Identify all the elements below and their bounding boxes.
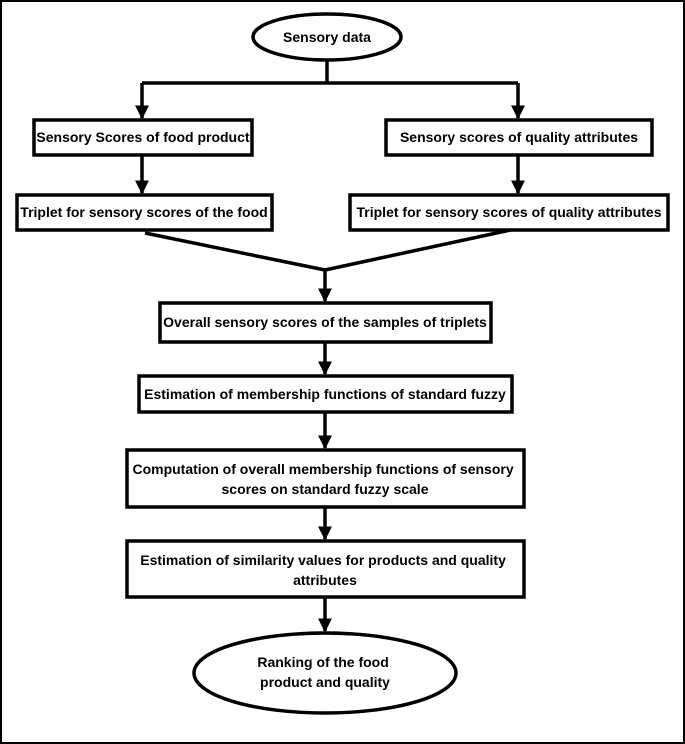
node-sensory-scores-food xyxy=(32,118,254,157)
label-line: Triplet for sensory scores of quality at… xyxy=(357,204,662,220)
label-line: attributes xyxy=(293,572,357,588)
connectors xyxy=(135,60,525,633)
node-shapes xyxy=(15,12,670,715)
label-line: Estimation of similarity values for prod… xyxy=(140,552,506,568)
label-sensory-scores-food: Sensory Scores of food product xyxy=(36,129,249,145)
node-labels: Sensory data Sensory Scores of food prod… xyxy=(20,29,661,690)
label-triplet-quality: Triplet for sensory scores of quality at… xyxy=(357,204,662,220)
label-line: product and quality xyxy=(260,674,390,690)
node-sensory-data xyxy=(251,12,403,62)
label-line: scores on standard fuzzy scale xyxy=(222,481,429,497)
label-line: Ranking of the food xyxy=(257,654,388,670)
edge-merge-left xyxy=(144,231,326,272)
label-line: Sensory data xyxy=(283,29,371,45)
label-sensory-data: Sensory data xyxy=(283,29,371,45)
node-overall-membership xyxy=(125,448,526,509)
label-line: Sensory Scores of food product xyxy=(36,129,249,145)
label-line: Computation of overall membership functi… xyxy=(132,461,513,477)
node-triplet-food xyxy=(15,193,274,232)
label-membership-estimation: Estimation of membership functions of st… xyxy=(144,386,506,402)
label-line: Triplet for sensory scores of the food xyxy=(20,204,267,220)
node-overall-sensory-scores xyxy=(158,301,493,344)
node-triplet-quality xyxy=(348,193,670,232)
label-ranking: Ranking of the food product and quality xyxy=(257,654,392,690)
label-line: Estimation of membership functions of st… xyxy=(144,386,506,402)
node-similarity-values xyxy=(125,539,526,599)
label-line: Sensory scores of quality attributes xyxy=(400,129,638,145)
label-triplet-food: Triplet for sensory scores of the food xyxy=(20,204,267,220)
node-membership-estimation xyxy=(137,374,514,414)
label-overall-membership: Computation of overall membership functi… xyxy=(132,461,517,497)
label-overall-sensory-scores: Overall sensory scores of the samples of… xyxy=(163,314,487,330)
node-ranking xyxy=(192,631,458,715)
label-similarity-values: Estimation of similarity values for prod… xyxy=(140,552,510,588)
label-sensory-scores-quality: Sensory scores of quality attributes xyxy=(400,129,638,145)
edge-merge-right xyxy=(324,227,516,272)
label-line: Overall sensory scores of the samples of… xyxy=(163,314,487,330)
node-sensory-scores-quality xyxy=(384,118,654,157)
